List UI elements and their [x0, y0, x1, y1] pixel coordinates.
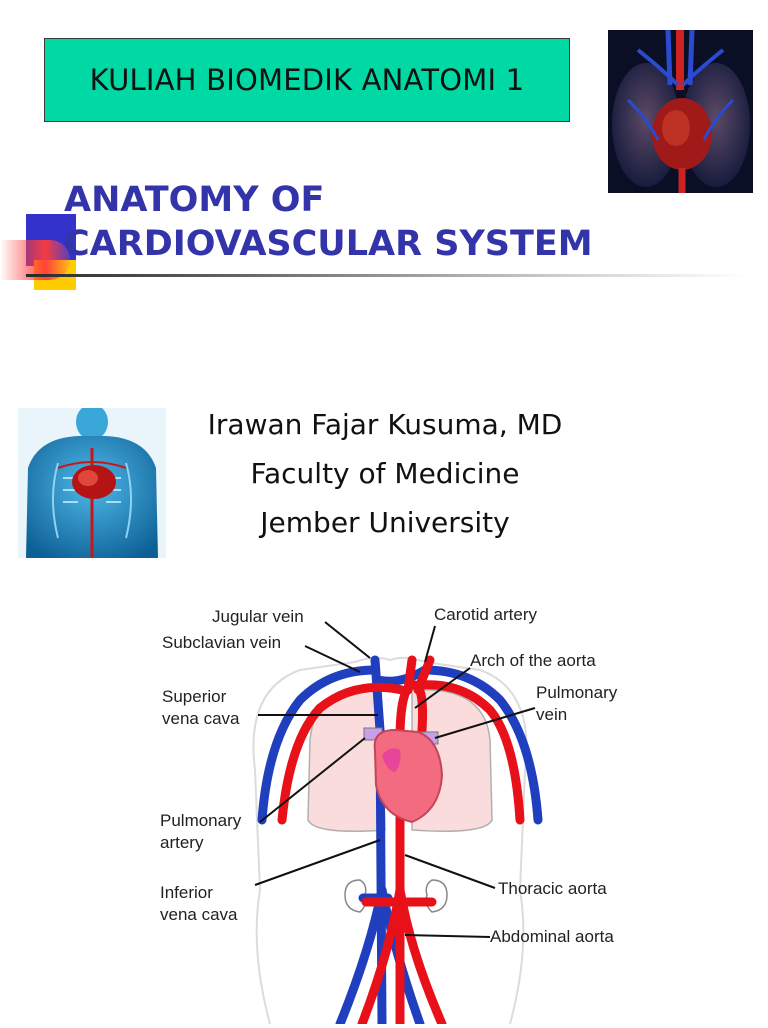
heart-lungs-image [608, 30, 753, 193]
author-block: Irawan Fajar Kusuma, MD Faculty of Medic… [170, 400, 600, 547]
label-jugular-vein: Jugular vein [212, 607, 304, 626]
course-title-box: KULIAH BIOMEDIK ANATOMI 1 [44, 38, 570, 122]
label-superior-2: vena cava [162, 709, 240, 728]
arteries [277, 655, 525, 1028]
course-title: KULIAH BIOMEDIK ANATOMI 1 [89, 63, 525, 97]
label-thoracic-aorta: Thoracic aorta [498, 879, 607, 898]
circulatory-diagram: Jugular vein Subclavian vein Superior ve… [150, 590, 650, 1028]
right-kidney [425, 879, 448, 913]
label-arch-aorta: Arch of the aorta [470, 651, 596, 670]
title-line-1: ANATOMY OF [64, 180, 325, 220]
author-university: Jember University [260, 506, 510, 539]
label-subclavian-vein: Subclavian vein [162, 633, 281, 652]
body-outline [252, 656, 528, 1025]
label-pulmonary-vein-2: vein [536, 705, 567, 724]
label-abdominal-aorta: Abdominal aorta [490, 927, 614, 946]
label-pulmonary-vein-1: Pulmonary [536, 683, 618, 702]
label-inferior-2: vena cava [160, 905, 238, 924]
body-xray-heart-image [18, 408, 166, 558]
title-divider [26, 274, 746, 277]
left-kidney [344, 879, 367, 913]
page-title: ANATOMY OF CARDIOVASCULAR SYSTEM [64, 178, 593, 266]
label-superior-1: Superior [162, 687, 227, 706]
decor-red-glow [0, 240, 70, 280]
author-faculty: Faculty of Medicine [250, 457, 520, 490]
label-carotid-artery: Carotid artery [434, 605, 537, 624]
label-pulmonary-artery-2: artery [160, 833, 204, 852]
title-line-2: CARDIOVASCULAR SYSTEM [64, 224, 593, 264]
leader-lines [254, 621, 536, 938]
heart-atrium [382, 748, 401, 772]
author-name: Irawan Fajar Kusuma, MD [207, 408, 563, 441]
label-pulmonary-artery-1: Pulmonary [160, 811, 242, 830]
label-inferior-1: Inferior [160, 883, 213, 902]
